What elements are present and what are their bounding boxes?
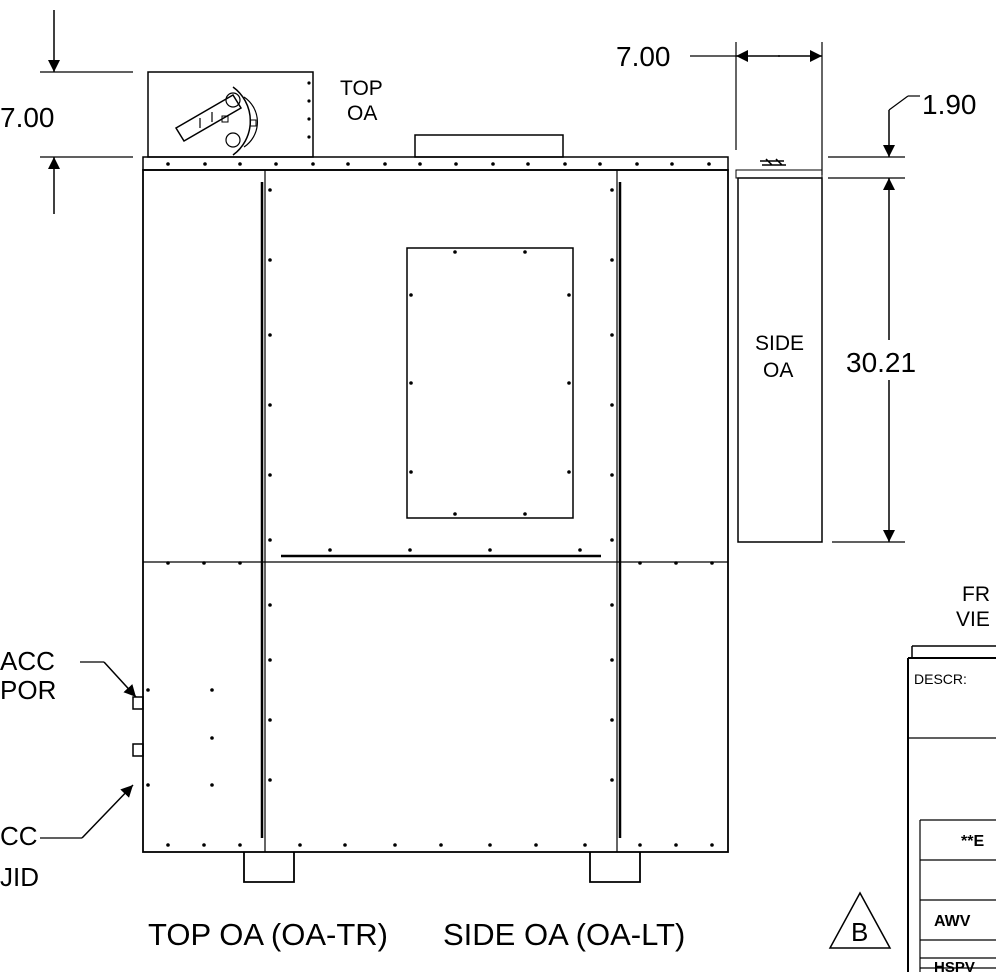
- dimension-side-height: [832, 178, 905, 543]
- top-oa-hood: [147, 71, 314, 158]
- descr-label: DESCR:: [914, 671, 967, 687]
- top-oa-label-line1: TOP: [340, 77, 383, 100]
- caption-side-oa: SIDE OA (OA-LT): [443, 917, 685, 952]
- front-view-label-line2: VIE: [956, 608, 990, 631]
- caption-top-oa: TOP OA (OA-TR): [148, 917, 388, 952]
- leader-lines: [40, 661, 137, 839]
- dimension-side-offset: [828, 95, 920, 179]
- dim-top-width-label: 7.00: [616, 41, 671, 72]
- vacc-liquid-label-line2: JID: [0, 862, 39, 892]
- cabinet-outline: [132, 134, 729, 883]
- top-oa-label-line2: OA: [347, 102, 377, 125]
- revision-triangle-icon: [828, 891, 892, 949]
- vacc-liquid-label-line1: CC: [0, 821, 38, 851]
- disconnect-handle-icon: [174, 86, 258, 156]
- title-block: [907, 645, 996, 972]
- dim-side-offset-label: 1.90: [922, 89, 977, 120]
- front-view-label-line1: FR: [962, 583, 990, 606]
- side-oa-label-line2: OA: [763, 359, 793, 382]
- dim-top-height-label: 7.00: [0, 102, 55, 133]
- dim-side-height-label: 30.21: [846, 347, 916, 378]
- vacc-vapor-label-line1: ACC: [0, 646, 55, 676]
- vacc-vapor-label-line2: POR: [0, 675, 56, 705]
- revision-letter: B: [851, 917, 868, 947]
- rivet-dots: [146, 162, 714, 847]
- note-label: **E: [961, 833, 984, 850]
- hspv-label: HSPV: [934, 959, 975, 972]
- dimension-top-width: [690, 42, 823, 175]
- side-oa-label-line1: SIDE: [755, 332, 804, 355]
- awv-label: AWV: [934, 913, 971, 930]
- dimension-top-height: [40, 10, 133, 214]
